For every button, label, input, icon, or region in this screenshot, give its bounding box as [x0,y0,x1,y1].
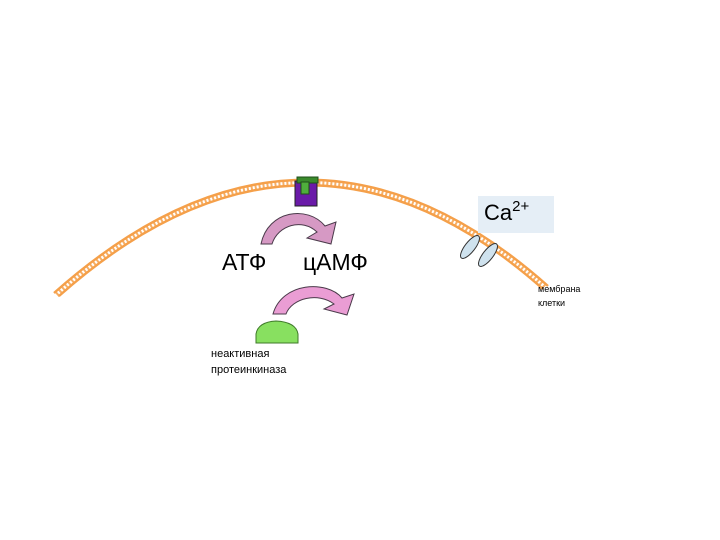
membrane-label-line2: клетки [538,298,566,308]
inactive-kinase-shape [255,320,299,344]
arrow-lower-body [272,286,355,316]
calcium-charge: 2+ [512,198,530,215]
kinase-label: неактивная протеинкиназа [211,346,286,378]
membrane-label-line1: мембрана [538,284,581,294]
membrane-label: мембрана клетки [538,282,580,310]
arrow-atp-to-camp [260,213,337,245]
atp-label: АТФ [222,249,267,275]
calcium-channel [460,235,498,267]
kinase-label-line2: протеинкиназа [211,364,287,376]
arrow-upper-body [260,213,337,245]
receptor [294,176,319,207]
calcium-ion-box: Ca2+ [478,196,554,233]
camp-label: цАМФ [303,249,368,275]
channel-ellipse-right [478,243,498,267]
calcium-symbol: Ca [484,200,513,225]
kinase-label-line1: неактивная [211,348,270,360]
receptor-cap-stem [300,181,310,195]
channel-ellipse-left [460,235,480,259]
arrow-camp-to-kinase [272,286,355,316]
